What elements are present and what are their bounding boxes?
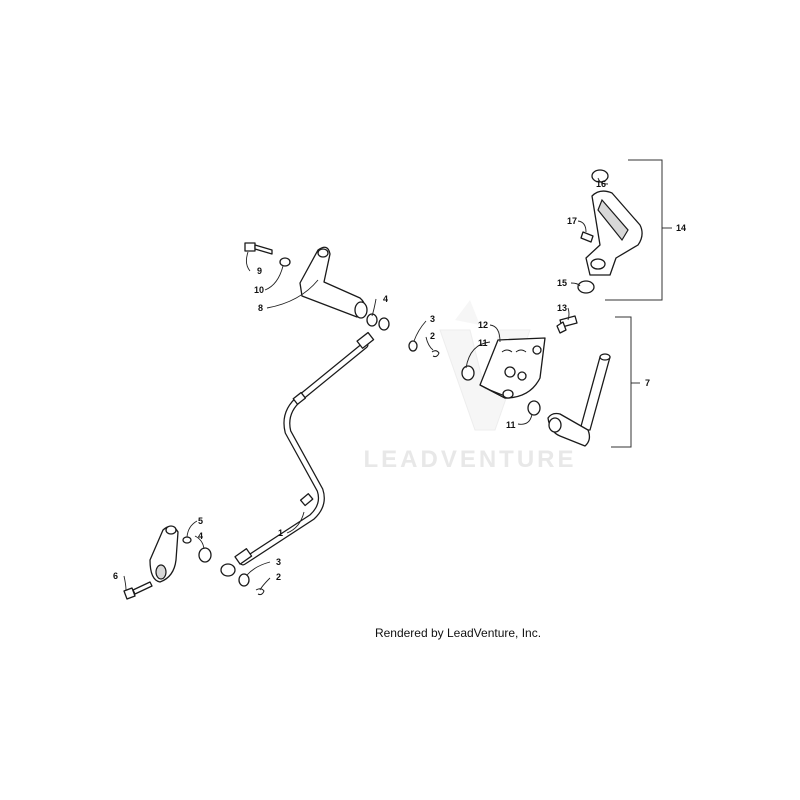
- callout-5: 5: [198, 516, 203, 526]
- callout-7: 7: [645, 378, 650, 388]
- callout-4-upper: 4: [383, 294, 388, 304]
- screw-17: [580, 231, 594, 243]
- callout-14: 14: [676, 223, 686, 233]
- shift-arm-upper: [299, 246, 368, 319]
- bracket-7: [611, 316, 632, 448]
- callout-17: 17: [567, 216, 577, 226]
- leader-lines: [123, 177, 672, 591]
- bolt-lower: [123, 581, 153, 600]
- callout-12: 12: [478, 320, 488, 330]
- bracket-14: [605, 159, 663, 301]
- callout-3-upper: 3: [430, 314, 435, 324]
- clip-2-lower: [255, 588, 265, 596]
- callout-1: 1: [278, 528, 283, 538]
- shift-lever: [585, 190, 643, 276]
- callout-16: 16: [596, 179, 606, 189]
- washer-3-lower: [238, 573, 250, 587]
- callout-11-upper: 11: [478, 338, 488, 348]
- callout-11-lower: 11: [506, 420, 516, 430]
- bolt-upper: [244, 242, 273, 255]
- bushing-lower: [198, 547, 212, 563]
- cap-16: [591, 169, 609, 183]
- bolt-13: [556, 315, 578, 334]
- callout-9: 9: [257, 266, 262, 276]
- clip-2-upper: [431, 350, 440, 358]
- cap-15: [577, 280, 595, 294]
- callout-13: 13: [557, 303, 567, 313]
- seal-11-lower: [527, 400, 541, 416]
- shift-rod: [220, 331, 375, 577]
- washer-upper: [279, 257, 291, 267]
- bushing-upper-2: [378, 317, 390, 331]
- shift-arm-lower: [149, 525, 179, 583]
- shift-shaft: [547, 353, 611, 447]
- callout-2-upper: 2: [430, 331, 435, 341]
- watermark: LEADVENTURE: [363, 300, 576, 473]
- callout-4-lower: 4: [198, 531, 203, 541]
- washer-5: [182, 536, 192, 544]
- callout-10: 10: [254, 285, 264, 295]
- callout-3-lower: 3: [276, 557, 281, 567]
- watermark-text: LEADVENTURE: [363, 446, 576, 473]
- footer-credit: Rendered by LeadVenture, Inc.: [375, 626, 541, 640]
- washer-3-upper: [408, 340, 418, 352]
- callout-15: 15: [557, 278, 567, 288]
- bushing-upper: [366, 313, 378, 327]
- callout-2-lower: 2: [276, 572, 281, 582]
- shift-plate: [479, 337, 546, 399]
- callout-6: 6: [113, 571, 118, 581]
- callout-labels: 14 7 16 17 15 13 12 11 11 9 10 8 4 3 2 1…: [113, 179, 686, 582]
- seal-11-upper: [461, 365, 475, 381]
- callout-8: 8: [258, 303, 263, 313]
